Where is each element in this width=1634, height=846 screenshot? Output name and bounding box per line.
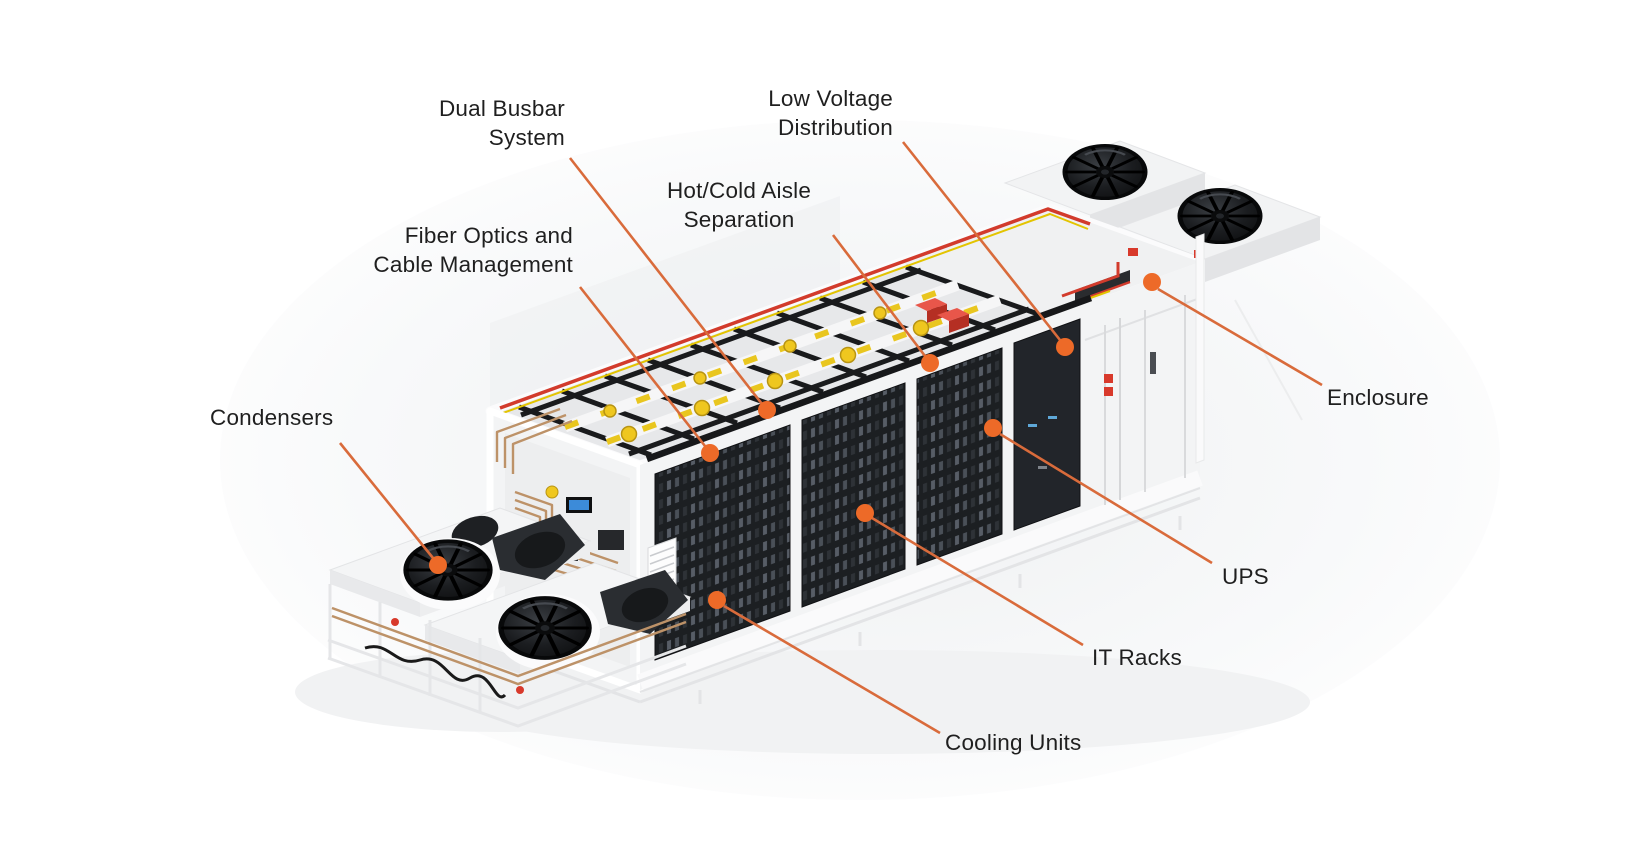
door-handle [1150,352,1156,374]
callout-line-hot-cold-aisle-separation [831,234,927,357]
container-roof-grid [485,203,1205,470]
callout-dot-fiber-optics-cable-management [701,444,719,462]
callout-line-dual-busbar-system [568,157,764,405]
power-cord [364,645,507,699]
it-rack-group [916,347,1003,566]
emergency-button [1104,387,1113,396]
yellow-handle [545,485,559,499]
callout-dot-cooling-units [708,591,726,609]
callout-line-cooling-units [723,604,941,735]
callout-line-it-racks [871,516,1084,647]
callout-dot-low-voltage-distribution [1056,338,1074,356]
callout-line-condensers [338,442,435,559]
hot-aisle-containment-band [645,294,1095,469]
enclosure-door [1084,233,1205,505]
red-indicator [516,686,524,694]
callout-line-fiber-optics-cable-management [578,286,707,447]
callout-dot-ups [984,419,1002,437]
dual-busbar-ducts [563,279,1002,448]
roof-condenser-fans-right [1003,140,1322,421]
callout-line-ups [999,432,1213,565]
callout-dot-enclosure [1143,273,1161,291]
callout-dot-dual-busbar-system [758,401,776,419]
busbar-taps [603,306,930,443]
refrigerant-pipes [331,606,687,686]
condenser-platform-left [327,507,692,728]
back-wall-panel [490,196,840,411]
it-rack-group [801,382,906,608]
ups-cabinet [1013,318,1081,531]
panel-box [598,530,624,550]
control-display [566,497,592,513]
power-cabling [499,207,1091,414]
callout-line-enclosure [1157,287,1323,387]
red-indicator [391,618,399,626]
callout-dot-hot-cold-aisle-separation [921,354,939,372]
emergency-button [1104,374,1113,383]
platform-railing [327,584,687,728]
red-distribution-boxes [915,298,969,333]
callout-dot-condensers [429,556,447,574]
callout-line-low-voltage-distribution [901,141,1062,341]
callout-dot-it-racks [856,504,874,522]
